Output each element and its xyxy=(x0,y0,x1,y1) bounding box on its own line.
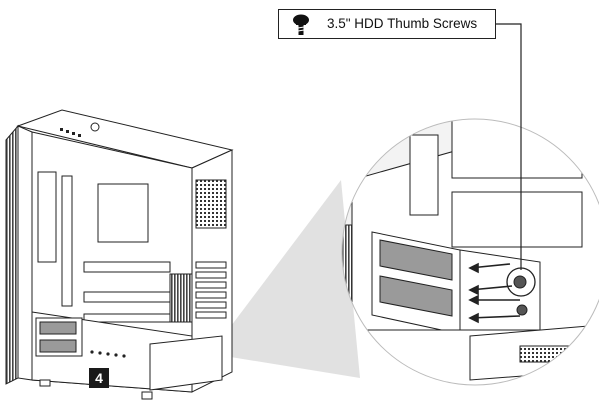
callout-label: 3.5" HDD Thumb Screws xyxy=(327,16,478,31)
power-button-icon xyxy=(90,122,100,132)
magnified-drive-2 xyxy=(379,275,453,317)
zoom-cone xyxy=(200,180,360,378)
hdd-drive-1 xyxy=(39,321,77,335)
callout-label-box: 3.5" HDD Thumb Screws xyxy=(278,9,496,39)
magnified-drive-1 xyxy=(379,239,453,281)
psu-bay xyxy=(149,335,223,391)
cable-cutout-2 xyxy=(61,175,73,307)
tray-bar-2 xyxy=(83,291,171,303)
step-number-badge: 4 xyxy=(89,368,109,388)
magnified-tray-right xyxy=(459,249,541,335)
magnified-slot xyxy=(409,134,439,216)
cpu-cutout xyxy=(97,183,149,243)
front-io-ports xyxy=(60,128,81,137)
thumb-screw-icon xyxy=(293,14,309,35)
case-foot-right xyxy=(141,391,153,400)
hdd-cage-holes xyxy=(90,350,126,358)
tray-bar-1 xyxy=(83,261,171,273)
cable-cutout-1 xyxy=(37,171,57,263)
thumb-screws xyxy=(513,275,528,316)
magnifier-border xyxy=(341,118,599,386)
pc-case xyxy=(5,109,234,400)
case-front-panel xyxy=(17,125,33,381)
magnified-panel-upper xyxy=(451,119,583,179)
callout-leader xyxy=(496,23,522,270)
case-foot-left xyxy=(39,379,51,387)
rear-vent xyxy=(169,273,193,323)
case-front-mesh xyxy=(5,124,19,385)
gpu-slot xyxy=(83,313,171,323)
magnified-panel-mid xyxy=(451,191,583,248)
rear-fan xyxy=(195,179,227,229)
pci-slot-brackets xyxy=(195,261,227,319)
screw-arrows xyxy=(468,262,521,324)
magnified-bottom-vent xyxy=(519,345,591,363)
hdd-drive-2 xyxy=(39,339,77,353)
magnified-view xyxy=(342,119,599,385)
